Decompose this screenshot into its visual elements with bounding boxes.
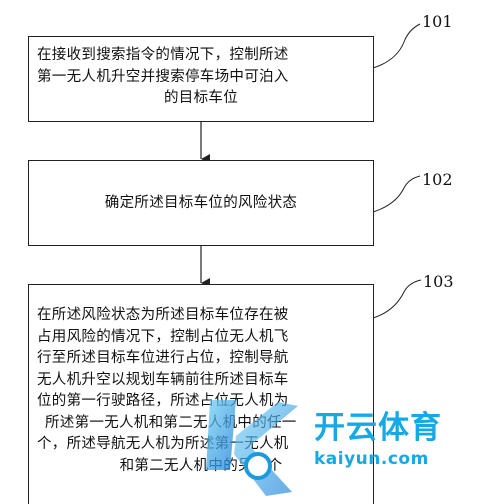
step-box-103: 在所述风险状态为所述目标车位存在被 占用风险的情况下，控制占位无人机飞 行至所述…: [28, 284, 374, 504]
step-text-102: 确定所述目标车位的风险状态: [37, 193, 365, 215]
leader-line-103: [372, 279, 422, 319]
watermark: 开云体育 kaiyun.com: [196, 396, 477, 504]
step-text-103: 在所述风险状态为所述目标车位存在被 占用风险的情况下，控制占位无人机飞 行至所述…: [37, 305, 365, 477]
leader-line-101: [372, 23, 421, 69]
watermark-url: kaiyun.com: [314, 449, 429, 469]
step-label-103: 103: [423, 272, 454, 291]
step-102-line-1: 确定所述目标车位的风险状态: [104, 195, 298, 211]
step-text-101: 在接收到搜索指令的情况下，控制所述 第一无人机升空并搜索停车场中可泊入 的目标车…: [37, 45, 365, 110]
step-101-line-1: 在接收到搜索指令的情况下，控制所述: [37, 47, 289, 63]
step-box-102: 确定所述目标车位的风险状态: [28, 160, 374, 246]
step-103-line-4: 无人机升空以规划车辆前往所述目标车: [37, 371, 289, 388]
leader-line-102: [372, 175, 421, 213]
watermark-logo-icon: [206, 400, 298, 496]
step-103-line-2: 占用风险的情况下，控制占位无人机飞: [37, 328, 289, 345]
step-101-line-2: 第一无人机升空并搜索停车场中可泊入: [37, 68, 289, 85]
watermark-text: 开云体育: [314, 410, 442, 446]
step-103-line-3: 行至所述目标车位进行占位，控制导航: [37, 350, 289, 366]
step-box-101: 在接收到搜索指令的情况下，控制所述 第一无人机升空并搜索停车场中可泊入 的目标车…: [28, 36, 374, 122]
step-101-line-3: 的目标车位: [164, 90, 238, 106]
step-label-101: 101: [422, 12, 453, 31]
step-label-102: 102: [422, 170, 453, 189]
step-103-line-1: 在所述风险状态为所述目标车位存在被: [37, 307, 289, 323]
